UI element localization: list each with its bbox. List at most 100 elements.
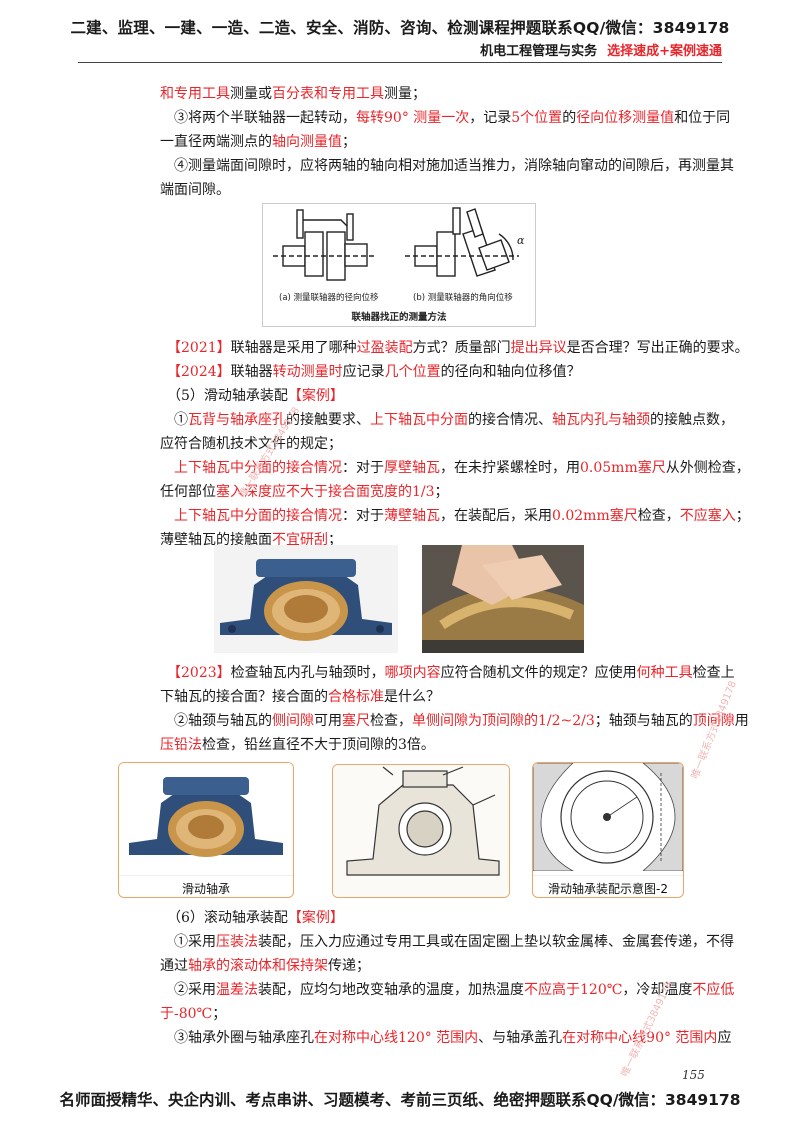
body-text: 可用 xyxy=(314,713,342,729)
body-text: 和位于同 xyxy=(674,110,731,126)
bearing-sketch-panel xyxy=(332,764,510,898)
highlight-text: 上下轴瓦中分面的接合情况 xyxy=(160,460,342,476)
highlight-text: 0.05mm塞尺 xyxy=(580,460,666,476)
body-text: 测量； xyxy=(384,86,426,102)
body-text: ：对于 xyxy=(342,460,384,476)
text-block-upper: 和专用工具测量或百分表和专用工具测量； ③将两个半联轴器一起转动，每转90° 测… xyxy=(0,82,800,202)
figure-title: 联轴器找正的测量方法 xyxy=(351,311,447,323)
highlight-text: 提出异议 xyxy=(510,340,567,356)
body-text: 的接触点数， xyxy=(650,412,734,428)
text-line: 上下轴瓦中分面的接合情况：对于薄壁轴瓦，在装配后，采用0.02mm塞尺检查，不应… xyxy=(80,504,800,528)
highlight-text: 不应低 xyxy=(692,982,735,998)
body-text: ； xyxy=(328,532,342,548)
coupling-alignment-figure: α (a) 测量联轴器的径向位移 (b) 测量联轴器的角向位移 联轴器找正的测量… xyxy=(262,203,536,327)
body-text: 的接合情况、 xyxy=(468,412,552,428)
text-line: 【2024】联轴器转动测量时应记录几个位置的径向和轴向位移值？ xyxy=(80,360,800,384)
body-text: ：对于 xyxy=(342,508,384,524)
coupling-diagram: α (a) 测量联轴器的径向位移 (b) 测量联轴器的角向位移 联轴器找正的测量… xyxy=(273,207,525,323)
body-text: （5）滑动轴承装配 xyxy=(160,388,288,404)
highlight-text: 上下轴瓦中分面 xyxy=(370,412,468,428)
body-text: ②轴颈与轴瓦的 xyxy=(160,713,272,729)
text-line: 【2023】检查轴瓦内孔与轴颈时，哪项内容应符合随机文件的规定？应使用何种工具检… xyxy=(80,661,800,685)
highlight-text: 厚壁轴瓦 xyxy=(384,460,440,476)
text-line: 通过轴承的滚动体和保持架传递； xyxy=(80,954,800,978)
body-text: 、与轴承盖孔 xyxy=(478,1030,563,1046)
text-line: （6）滚动轴承装配【案例】 xyxy=(80,906,800,930)
body-text: 的接触要求、 xyxy=(286,412,370,428)
body-text: 应符合随机文件的规定？应使用 xyxy=(440,665,637,681)
body-text: 应符合随机技术文件的规定； xyxy=(160,436,342,452)
body-text: ②采用 xyxy=(160,982,216,998)
text-block-lower: 【2023】检查轴瓦内孔与轴颈时，哪项内容应符合随机文件的规定？应使用何种工具检… xyxy=(0,661,800,757)
body-text: ，记录 xyxy=(469,110,512,126)
body-text: ③轴承外圈与轴承座孔 xyxy=(160,1030,314,1046)
body-text: ，在未拧紧螺栓时，用 xyxy=(440,460,580,476)
body-text: 传递； xyxy=(328,958,370,974)
body-text: 是否合理？写出正确的要求。 xyxy=(566,340,749,356)
highlight-text: 压装法 xyxy=(216,934,258,950)
body-text: 从外侧检查， xyxy=(665,460,750,476)
body-text: 联轴器是采用了哪种 xyxy=(230,340,357,356)
body-text: 一直径两端测点的 xyxy=(160,134,272,150)
highlight-text: 轴承的滚动体和保持架 xyxy=(188,958,328,974)
highlight-text: 过盈装配 xyxy=(356,340,413,356)
page-number: 155 xyxy=(682,1068,705,1082)
highlight-text: 【案例】 xyxy=(287,388,344,404)
highlight-text: 不应高于120℃ xyxy=(524,982,623,998)
text-block-bottom: （6）滚动轴承装配【案例】 ①采用压装法装配，压入力应通过专用工具或在固定圈上垫… xyxy=(0,906,800,1050)
header-rule xyxy=(78,62,722,63)
body-text: 端面间隙。 xyxy=(160,182,230,198)
body-text: 检查， xyxy=(637,508,680,524)
highlight-text: 塞入深度应不大于接合面宽度的1/3 xyxy=(216,484,435,500)
text-line: ②轴颈与轴瓦的侧间隙可用塞尺检查，单侧间隙为顶间隙的1/2~2/3；轴颈与轴瓦的… xyxy=(80,709,800,733)
body-text: ① xyxy=(160,412,188,428)
text-line: 一直径两端测点的轴向测量值； xyxy=(80,130,800,154)
text-line: 薄壁轴瓦的接触面不宜研刮； xyxy=(80,528,800,552)
highlight-text: 薄壁轴瓦 xyxy=(384,508,440,524)
body-text: 下轴瓦的接合面？接合面的 xyxy=(160,689,328,705)
text-line: 和专用工具测量或百分表和专用工具测量； xyxy=(80,82,800,106)
body-text: ； xyxy=(212,1006,227,1022)
text-block-middle: 【2021】联轴器是采用了哪种过盈装配方式？质量部门提出异议是否合理？写出正确的… xyxy=(0,336,800,552)
highlight-text: 和专用工具 xyxy=(160,86,230,102)
text-line: ①瓦背与轴承座孔的接触要求、上下轴瓦中分面的接合情况、轴瓦内孔与轴颈的接触点数， xyxy=(80,408,800,432)
text-line: （5）滑动轴承装配【案例】 xyxy=(80,384,800,408)
diagram-caption: 滑动轴承装配示意图-2 xyxy=(533,875,683,897)
highlight-text: 轴向测量值 xyxy=(272,134,342,150)
body-text: 检查， xyxy=(370,713,412,729)
caption-b: (b) 测量联轴器的角向位移 xyxy=(413,292,513,303)
text-line: ③将两个半联轴器一起转动，每转90° 测量一次，记录5个位置的径向位移测量值和位… xyxy=(80,106,800,130)
highlight-text: 不宜研刮 xyxy=(272,532,328,548)
section-subtitle: 机电工程管理与实务选择速成+案例速通 xyxy=(480,40,722,59)
highlight-text: 转动测量时 xyxy=(272,364,343,380)
body-text: ；轴颈与轴瓦的 xyxy=(594,713,693,729)
highlight-text: 塞尺 xyxy=(342,713,370,729)
body-text: ①采用 xyxy=(160,934,216,950)
highlight-text: 【2023】 xyxy=(160,665,231,681)
highlight-text: 5个位置 xyxy=(511,110,563,126)
text-line: 于-80℃； xyxy=(80,1002,800,1026)
highlight-text: 百分表和专用工具 xyxy=(272,86,384,102)
body-text: 装配，压入力应通过专用工具或在固定圈上垫以软金属棒、金属套传递，不得 xyxy=(258,934,734,950)
highlight-text: 轴瓦内孔与轴颈 xyxy=(552,412,650,428)
body-text: ； xyxy=(342,134,356,150)
alpha-label: α xyxy=(517,234,525,247)
text-line: 下轴瓦的接合面？接合面的合格标准是什么？ xyxy=(80,685,800,709)
photo-caption: 滑动轴承 xyxy=(119,875,293,897)
highlight-text: 几个位置 xyxy=(384,364,441,380)
body-text: 的径向和轴向位移值？ xyxy=(440,364,581,380)
body-text: 方式？质量部门 xyxy=(412,340,511,356)
highlight-text: 不应塞入 xyxy=(679,508,736,524)
shell-inspection-photo xyxy=(422,545,584,653)
text-line: ④测量端面间隙时，应将两轴的轴向相对施加适当推力，消除轴向窜动的间隙后，再测量其 xyxy=(80,154,800,178)
body-text: 的 xyxy=(562,110,577,126)
text-line: ③轴承外圈与轴承座孔在对称中心线120° 范围内、与轴承盖孔在对称中心线90° … xyxy=(80,1026,800,1050)
highlight-text: 瓦背与轴承座孔 xyxy=(188,412,286,428)
highlight-text: 在对称中心线90° 范围内 xyxy=(562,1030,718,1046)
body-text: （6）滚动轴承装配 xyxy=(160,910,288,926)
body-text: ，在装配后，采用 xyxy=(440,508,552,524)
book-title: 机电工程管理与实务 xyxy=(480,44,598,59)
highlight-text: 于-80℃ xyxy=(160,1006,213,1022)
highlight-text: 【2021】 xyxy=(160,340,231,356)
highlight-text: 侧间隙 xyxy=(272,713,314,729)
